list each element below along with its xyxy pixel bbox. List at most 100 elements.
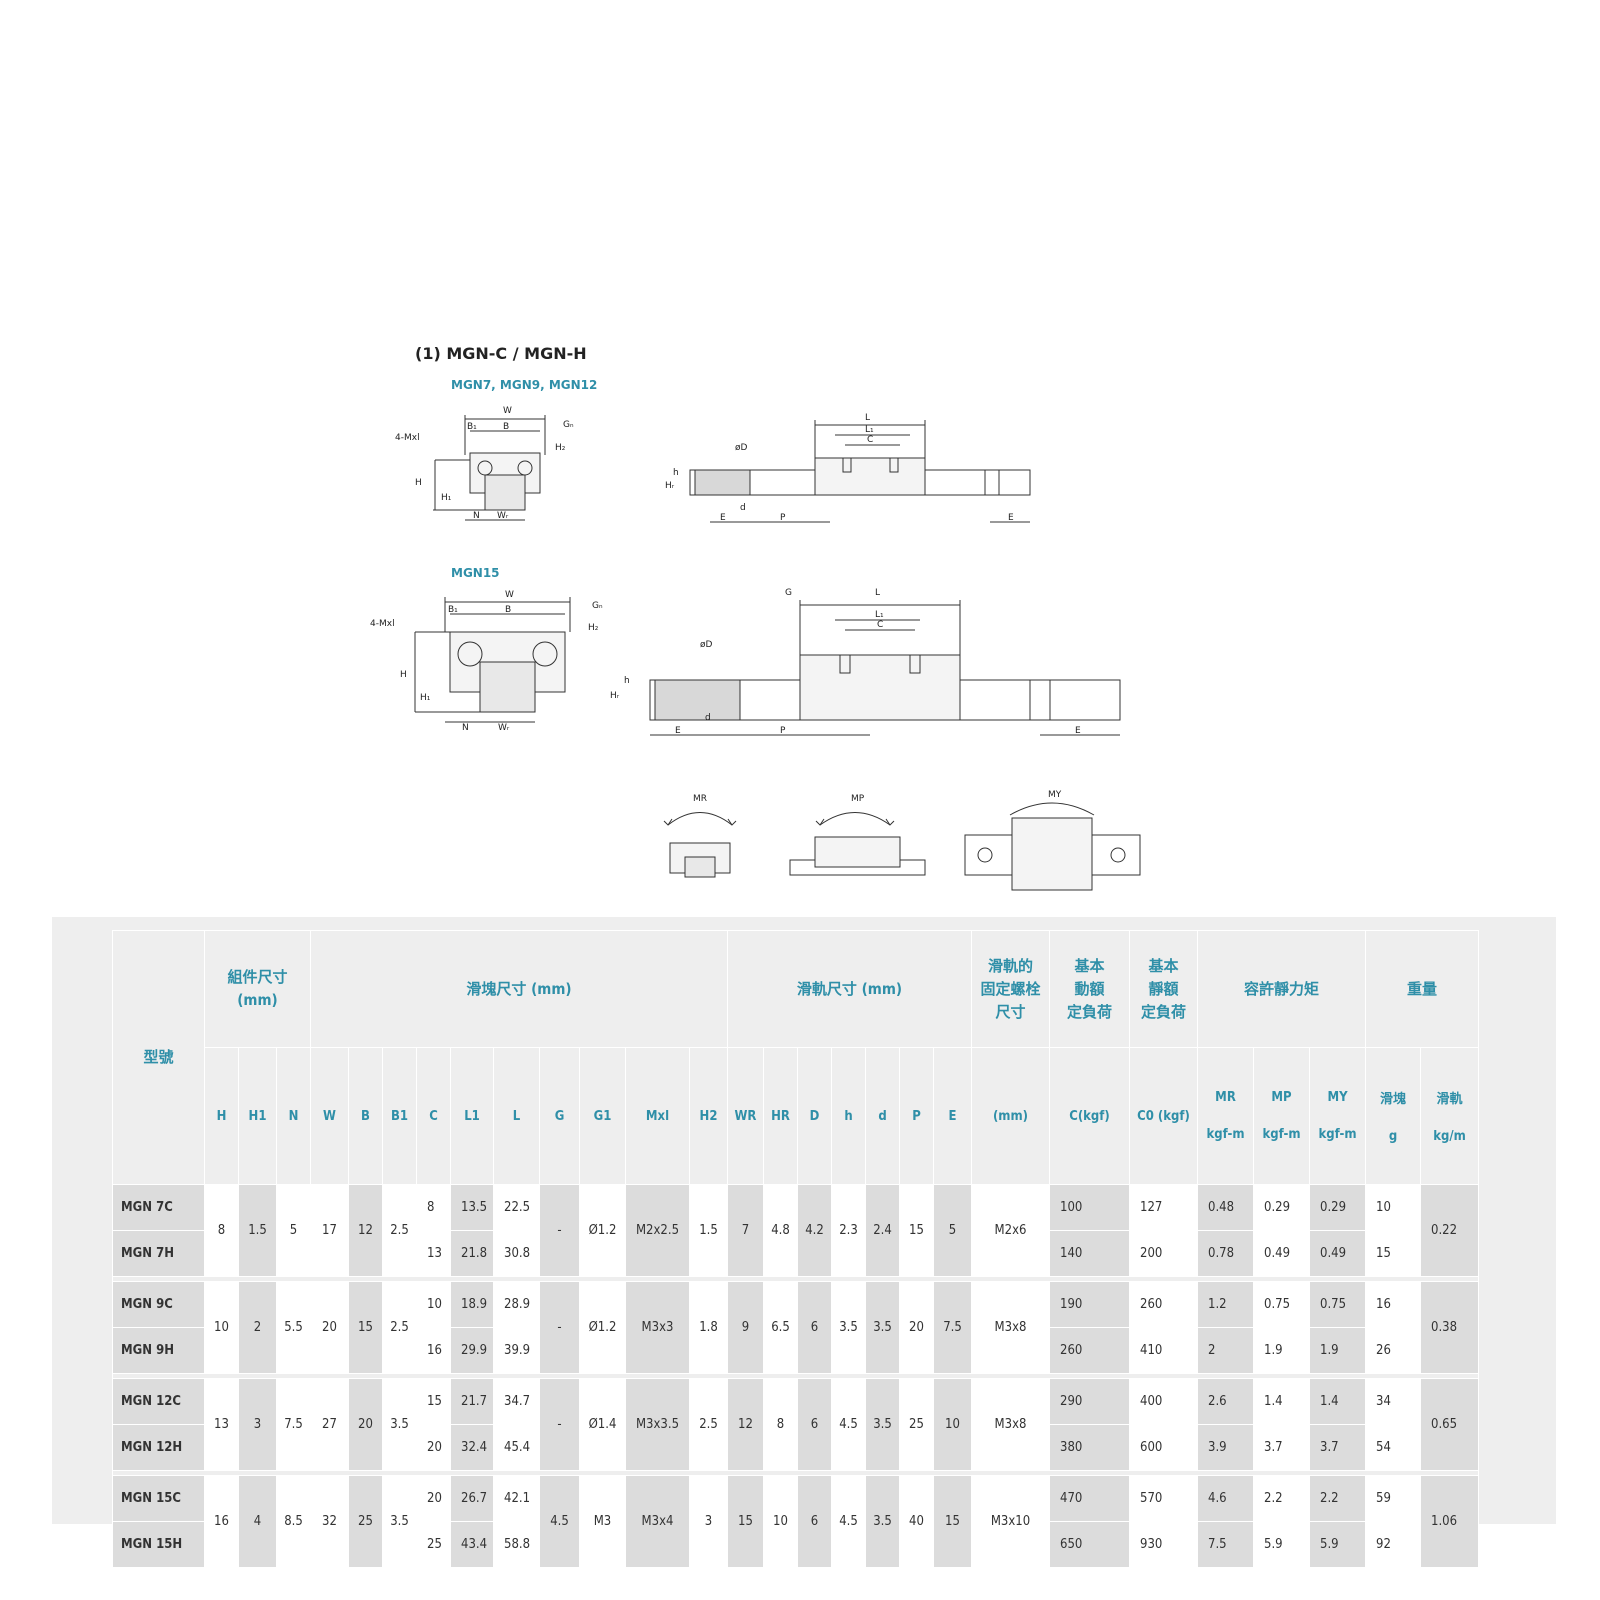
col-header-3: W — [310, 1047, 349, 1185]
cell-D: 4.2 — [797, 1184, 832, 1277]
cell-L: 58.8 — [493, 1521, 540, 1568]
cell-L1: 32.4 — [450, 1424, 494, 1471]
cell-block-weight: 10 — [1365, 1184, 1421, 1231]
svg-text:L: L — [875, 588, 880, 598]
col-header-15: D — [797, 1047, 832, 1185]
svg-text:L₁: L₁ — [875, 610, 884, 620]
cell-static-load: 260 — [1129, 1281, 1198, 1328]
cell-C: 20 — [416, 1475, 451, 1522]
model-cell: MGN 9H — [112, 1327, 205, 1374]
col-header-5: B1 — [382, 1047, 417, 1185]
cell-N: 5.5 — [276, 1281, 311, 1374]
header-weight: 重量 — [1365, 930, 1479, 1048]
cell-L: 34.7 — [493, 1378, 540, 1425]
cell-B: 12 — [348, 1184, 383, 1277]
cell-my: 5.9 — [1309, 1521, 1366, 1568]
moment-diagram-roll: MR — [660, 794, 740, 889]
header-bolt: 滑軌的 固定螺栓 尺寸 — [971, 930, 1050, 1048]
cell-WR: 9 — [727, 1281, 764, 1374]
col-header-14: HR — [763, 1047, 798, 1185]
cell-mp: 1.4 — [1253, 1378, 1310, 1425]
model-cell: MGN 15H — [112, 1521, 205, 1568]
cell-d: 3.5 — [865, 1378, 900, 1471]
cell-rail-weight: 1.06 — [1420, 1475, 1479, 1568]
cell-HR: 6.5 — [763, 1281, 798, 1374]
cell-block-weight: 54 — [1365, 1424, 1421, 1471]
cell-WR: 7 — [727, 1184, 764, 1277]
svg-text:E: E — [1075, 726, 1081, 736]
unit-label: g — [1388, 1129, 1398, 1144]
cell-N: 8.5 — [276, 1475, 311, 1568]
col-header-19: E — [933, 1047, 972, 1185]
cell-L1: 43.4 — [450, 1521, 494, 1568]
header-moment: 容許靜力矩 — [1197, 930, 1366, 1048]
model-cell: MGN 12H — [112, 1424, 205, 1471]
cell-L: 30.8 — [493, 1230, 540, 1277]
cell-B1: 2.5 — [382, 1281, 417, 1374]
cell-block-weight: 26 — [1365, 1327, 1421, 1374]
model-cell: MGN 7C — [112, 1184, 205, 1231]
cell-B: 15 — [348, 1281, 383, 1374]
cell-mr: 2.6 — [1197, 1378, 1254, 1425]
cell-H2: 1.5 — [689, 1184, 728, 1277]
svg-text:E: E — [675, 726, 681, 736]
svg-text:N: N — [473, 511, 480, 521]
cell-L: 39.9 — [493, 1327, 540, 1374]
cell-static-load: 127 — [1129, 1184, 1198, 1231]
cell-N: 7.5 — [276, 1378, 311, 1471]
cell-Mxl: M3x3 — [625, 1281, 690, 1374]
subhead-small-series: MGN7, MGN9, MGN12 — [451, 378, 598, 392]
col-header-21: C(kgf) — [1049, 1047, 1130, 1185]
cell-G1: Ø1.4 — [579, 1378, 626, 1471]
cell-bolt: M3x10 — [971, 1475, 1050, 1568]
cell-L1: 26.7 — [450, 1475, 494, 1522]
cell-Mxl: M3x3.5 — [625, 1378, 690, 1471]
cell-C: 10 — [416, 1281, 451, 1328]
cell-H: 10 — [204, 1281, 239, 1374]
svg-text:øD: øD — [735, 443, 748, 453]
cell-my: 0.49 — [1309, 1230, 1366, 1277]
cell-P: 40 — [899, 1475, 934, 1568]
col-header-10: G1 — [579, 1047, 626, 1185]
cell-mr: 1.2 — [1197, 1281, 1254, 1328]
cell-L1: 21.8 — [450, 1230, 494, 1277]
cell-mr: 0.48 — [1197, 1184, 1254, 1231]
cell-G1: Ø1.2 — [579, 1184, 626, 1277]
cell-HR: 10 — [763, 1475, 798, 1568]
cell-C: 25 — [416, 1521, 451, 1568]
cell-G: - — [539, 1378, 580, 1471]
cell-G1: M3 — [579, 1475, 626, 1568]
col-header-4: B — [348, 1047, 383, 1185]
svg-text:B: B — [505, 605, 511, 615]
cell-G1: Ø1.2 — [579, 1281, 626, 1374]
cell-E: 10 — [933, 1378, 972, 1471]
cell-N: 5 — [276, 1184, 311, 1277]
cell-dynamic-load: 100 — [1049, 1184, 1130, 1231]
svg-text:Gₙ: Gₙ — [563, 420, 574, 430]
cell-HR: 8 — [763, 1378, 798, 1471]
cell-P: 20 — [899, 1281, 934, 1374]
moment-sub-1: MP — [1271, 1090, 1292, 1105]
svg-text:Hᵣ: Hᵣ — [665, 481, 675, 491]
svg-text:L₁: L₁ — [865, 425, 874, 435]
subhead-mgn15: MGN15 — [451, 566, 500, 580]
cell-C: 16 — [416, 1327, 451, 1374]
cell-D: 6 — [797, 1378, 832, 1471]
svg-text:H₂: H₂ — [588, 623, 599, 633]
cell-B1: 3.5 — [382, 1475, 417, 1568]
cell-block-weight: 15 — [1365, 1230, 1421, 1277]
cell-dynamic-load: 470 — [1049, 1475, 1130, 1522]
cell-my: 1.9 — [1309, 1327, 1366, 1374]
cell-dynamic-load: 380 — [1049, 1424, 1130, 1471]
cell-H1: 2 — [238, 1281, 277, 1374]
moment-sub-0: MR — [1215, 1090, 1236, 1105]
cell-mp: 3.7 — [1253, 1424, 1310, 1471]
col-header-6: C — [416, 1047, 451, 1185]
cell-dynamic-load: 190 — [1049, 1281, 1130, 1328]
cell-mr: 2 — [1197, 1327, 1254, 1374]
svg-text:B₁: B₁ — [467, 422, 477, 432]
